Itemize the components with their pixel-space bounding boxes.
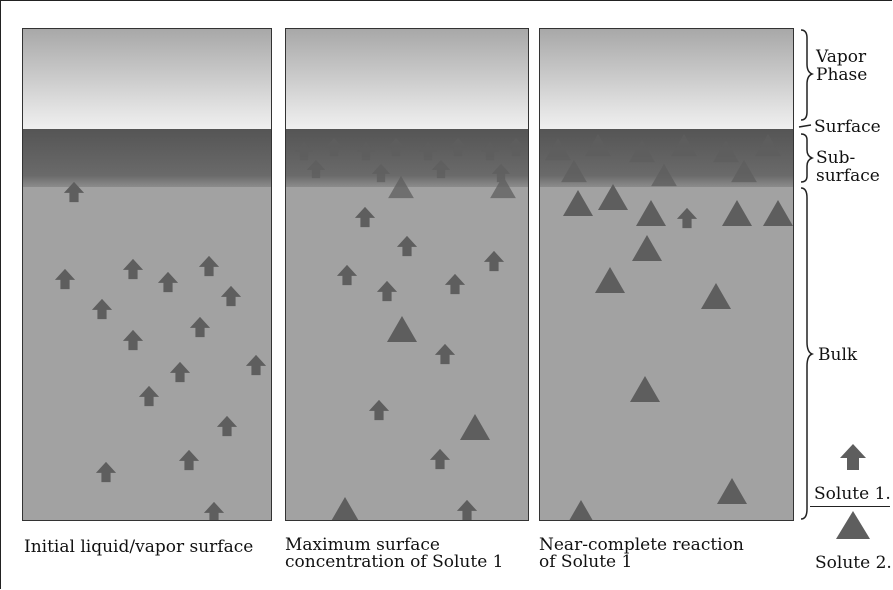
caption-near-complete: Near-complete reaction of Solute 1 <box>539 537 744 571</box>
caption-max-surface-line1: Maximum surface <box>285 535 440 555</box>
caption-near-complete-line2: of Solute 1 <box>539 552 633 572</box>
subsurface-label: Sub- surface <box>816 149 880 185</box>
arrow-icon <box>840 444 866 470</box>
panel-near-complete <box>539 28 794 521</box>
vapor-label-line2: Phase <box>816 65 868 85</box>
region-brackets <box>798 29 815 520</box>
subsurface-label-line1: Sub- <box>816 148 856 168</box>
vapor-phase <box>540 29 793 129</box>
legend-solute-2: Solute 2. <box>815 553 892 573</box>
panel-initial <box>22 28 272 521</box>
panel-near-complete-graphic <box>540 29 793 520</box>
triangle-icon <box>836 511 870 539</box>
bulk-bracket <box>800 187 815 520</box>
surface-label: Surface <box>814 117 881 137</box>
caption-max-surface: Maximum surface concentration of Solute … <box>285 537 504 571</box>
caption-initial: Initial liquid/vapor surface <box>24 539 253 556</box>
subsurface-layer <box>23 129 271 187</box>
bulk-liquid <box>540 187 793 520</box>
vapor-phase-label: Vapor Phase <box>816 48 867 84</box>
bulk-liquid <box>23 187 271 520</box>
subsurface-label-line2: surface <box>816 166 880 186</box>
legend-divider <box>810 506 890 507</box>
panel-max-surface <box>285 28 529 521</box>
bulk-label: Bulk <box>818 345 858 365</box>
panel-max-surface-graphic <box>286 29 528 520</box>
vapor-bracket <box>800 29 815 121</box>
vapor-label-line1: Vapor <box>816 47 867 67</box>
subsurface-bracket <box>800 133 815 183</box>
vapor-phase <box>23 29 271 129</box>
vapor-phase <box>286 29 528 129</box>
panel-initial-graphic <box>23 29 271 520</box>
caption-initial-line1: Initial liquid/vapor surface <box>24 537 254 557</box>
caption-near-complete-line1: Near-complete reaction <box>539 535 744 555</box>
legend-solute-1: Solute 1. <box>814 484 891 504</box>
surface-tick <box>798 124 812 128</box>
caption-max-surface-line2: concentration of Solute 1 <box>285 552 504 572</box>
